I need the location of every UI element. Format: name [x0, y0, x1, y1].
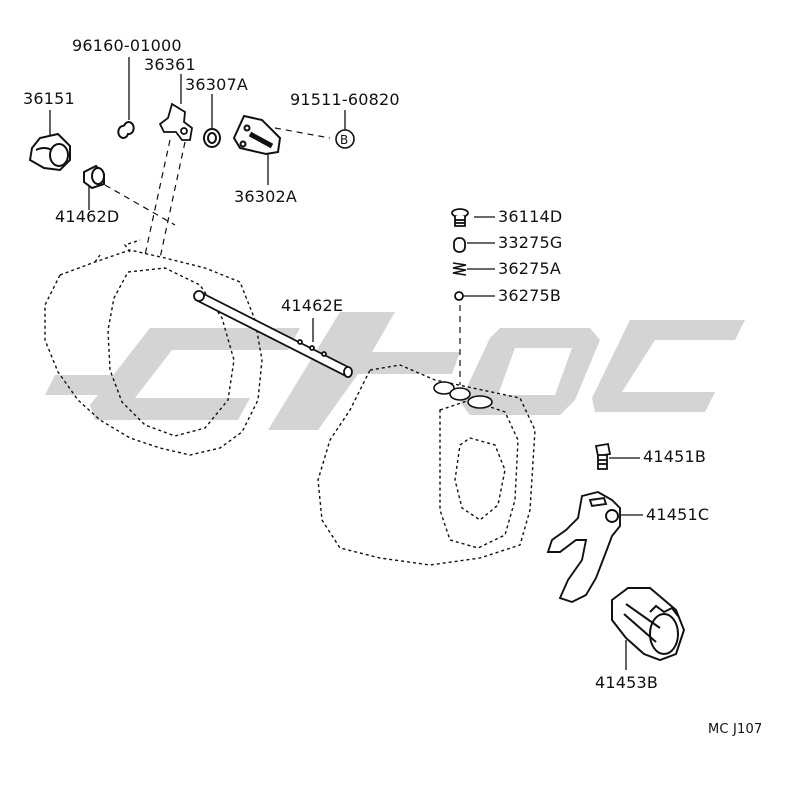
case-bosses: [433, 381, 493, 409]
label-91511-60820: 91511-60820: [290, 90, 400, 109]
part-33275G-pin: [453, 237, 466, 253]
label-36114D: 36114D: [498, 207, 563, 226]
part-36307A-ring: [203, 128, 221, 148]
part-36275B-ball: [454, 291, 464, 301]
label-36302A: 36302A: [234, 187, 298, 206]
label-36307A: 36307A: [185, 75, 249, 94]
label-36275B: 36275B: [498, 286, 562, 305]
part-36114D-plug: [451, 208, 469, 227]
part-41462D-bushing: [83, 164, 105, 190]
part-96160-clip: [117, 121, 135, 139]
callout-b-letter: B: [340, 133, 349, 147]
label-41451B: 41451B: [643, 447, 707, 466]
diagram-code: MC J107: [708, 722, 763, 737]
part-41462E-rod: [193, 290, 353, 378]
label-41453B: 41453B: [595, 673, 659, 692]
callout-b-circle: [335, 129, 355, 149]
part-36361-lever: [158, 102, 193, 141]
leader-lines: [49, 57, 643, 670]
part-36302A-plate: [232, 114, 282, 156]
label-41451C: 41451C: [646, 505, 710, 524]
label-41462E: 41462E: [281, 296, 344, 315]
part-36151-boot: [28, 132, 71, 172]
label-36275A: 36275A: [498, 259, 562, 278]
part-36275A-spring: [452, 262, 467, 276]
part-41453B-sleeve: [611, 587, 686, 662]
watermark-logo: [45, 312, 745, 430]
part-41451B-bolt: [594, 442, 612, 470]
label-41462D: 41462D: [55, 207, 120, 226]
label-33275G: 33275G: [498, 233, 563, 252]
part-41451C-fork: [546, 490, 621, 604]
dashed-guides: [104, 127, 461, 385]
transmission-case-left: [44, 239, 263, 456]
label-96160-01000: 96160-01000: [72, 36, 182, 55]
label-36361: 36361: [144, 55, 196, 74]
label-36151: 36151: [23, 89, 75, 108]
